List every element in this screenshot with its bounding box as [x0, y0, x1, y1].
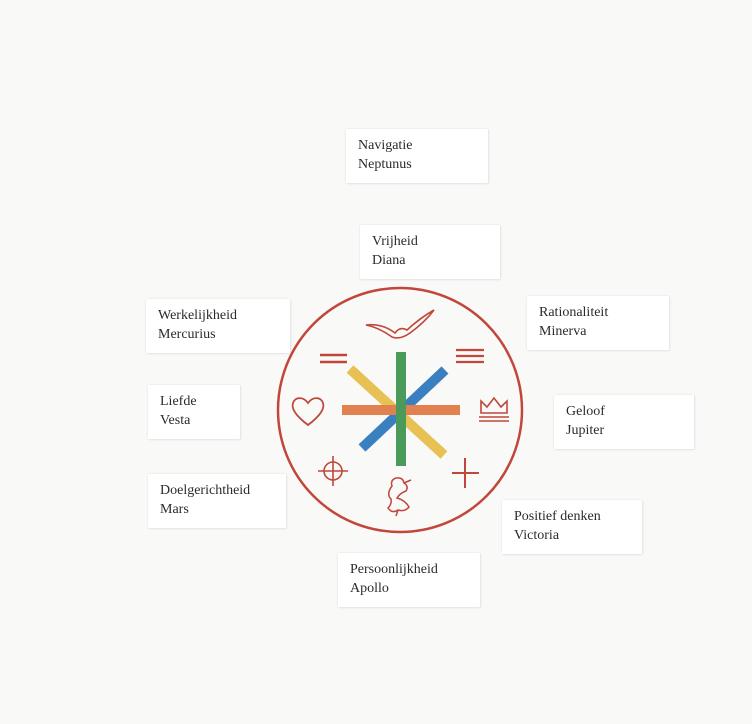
label-god: Vesta: [160, 413, 191, 428]
label-quality: Positief denken: [514, 509, 601, 524]
label-god: Apollo: [350, 581, 389, 596]
label-quality: Werkelijkheid: [158, 308, 237, 323]
label-god: Diana: [372, 253, 406, 268]
label-mercurius: Werkelijkheid Mercurius: [146, 299, 290, 353]
label-god: Neptunus: [358, 157, 412, 172]
plus-icon: [452, 458, 479, 488]
label-minerva: Rationaliteit Minerva: [527, 296, 669, 350]
label-vesta: Liefde Vesta: [148, 385, 240, 439]
label-god: Mercurius: [158, 327, 216, 342]
label-god: Jupiter: [566, 423, 605, 438]
crown-icon: [479, 396, 509, 422]
label-god: Minerva: [539, 324, 587, 339]
label-victoria: Positief denken Victoria: [502, 500, 642, 554]
heart-icon: [291, 397, 325, 427]
crosshair-icon: [318, 456, 348, 486]
label-apollo: Persoonlijkheid Apollo: [338, 553, 480, 607]
bird-icon: [365, 309, 435, 339]
label-quality: Vrijheid: [372, 234, 418, 249]
label-quality: Geloof: [566, 404, 605, 419]
label-god: Victoria: [514, 528, 560, 543]
label-quality: Doelgerichtheid: [160, 483, 251, 498]
label-quality: Rationaliteit: [539, 305, 609, 320]
label-neptunus: Navigatie Neptunus: [346, 129, 488, 183]
triple-bar-icon: [456, 348, 484, 364]
label-diana: Vrijheid Diana: [360, 225, 500, 279]
wheel-ring: [276, 286, 524, 534]
symbol-group: [291, 309, 509, 517]
label-jupiter: Geloof Jupiter: [554, 395, 694, 449]
label-mars: Doelgerichtheid Mars: [148, 474, 286, 528]
lion-icon: [387, 477, 412, 517]
equals-left-icon: [320, 353, 347, 364]
label-quality: Navigatie: [358, 138, 413, 153]
label-quality: Persoonlijkheid: [350, 562, 438, 577]
label-god: Mars: [160, 502, 189, 517]
label-quality: Liefde: [160, 394, 197, 409]
